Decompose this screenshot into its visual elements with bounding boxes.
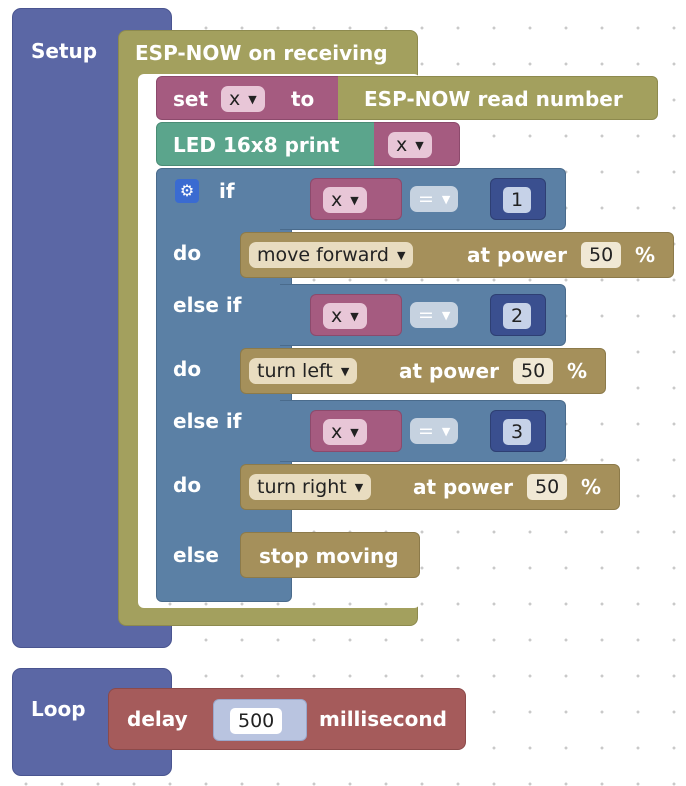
- move3-unit-label: %: [581, 475, 602, 499]
- delay-unit-label: millisecond: [319, 707, 447, 731]
- motor-block-3[interactable]: turn right▼ at power 50 %: [240, 464, 620, 510]
- cond3-number-field[interactable]: 3: [503, 419, 532, 445]
- compare-block-3[interactable]: x▼ =▼ 3: [300, 408, 556, 454]
- chevron-down-icon: ▼: [248, 93, 257, 106]
- cond2-variable-dropdown[interactable]: x▼: [323, 303, 367, 329]
- move2-at-power-label: at power: [399, 359, 499, 383]
- else-label: else: [173, 543, 219, 567]
- compare-block-1[interactable]: x▼ =▼ 1: [300, 176, 556, 222]
- set-variable-dropdown[interactable]: x▼: [221, 86, 265, 112]
- cond1-number-field[interactable]: 1: [503, 187, 532, 213]
- led-print-block[interactable]: LED 16x8 print: [156, 122, 384, 166]
- delay-number-field[interactable]: 500: [230, 708, 283, 734]
- compare-right-num-3[interactable]: 3: [490, 410, 546, 452]
- cond2-operator-dropdown[interactable]: =▼: [410, 302, 459, 328]
- chevron-down-icon: ▼: [441, 309, 451, 322]
- move1-action-dropdown[interactable]: move forward▼: [249, 242, 414, 268]
- do-label-3: do: [173, 473, 202, 497]
- move1-at-power-label: at power: [467, 243, 567, 267]
- chevron-down-icon: ▼: [441, 193, 451, 206]
- move1-unit-label: %: [635, 243, 656, 267]
- move3-at-power-label: at power: [413, 475, 513, 499]
- compare-block-2[interactable]: x▼ =▼ 2: [300, 292, 556, 338]
- delay-block[interactable]: delay 500 millisecond: [108, 688, 466, 750]
- stop-moving-block[interactable]: stop moving: [240, 532, 420, 578]
- chevron-down-icon: ▼: [350, 194, 359, 207]
- cond1-operator-dropdown[interactable]: =▼: [410, 186, 459, 212]
- delay-number-block[interactable]: 500: [213, 699, 307, 741]
- compare-right-num-2[interactable]: 2: [490, 294, 546, 336]
- cond3-variable-dropdown[interactable]: x▼: [323, 419, 367, 445]
- compare-right-num-1[interactable]: 1: [490, 178, 546, 220]
- espnow-read-number-block[interactable]: ESP-NOW read number: [338, 76, 658, 120]
- chevron-down-icon: ▼: [354, 481, 364, 494]
- set-label: set: [173, 87, 209, 111]
- move3-action-dropdown[interactable]: turn right▼: [249, 474, 372, 500]
- chevron-down-icon: ▼: [350, 310, 359, 323]
- do-label-2: do: [173, 357, 202, 381]
- led-print-label: LED 16x8 print: [173, 133, 340, 157]
- move1-power-field[interactable]: 50: [581, 242, 622, 268]
- loop-label: Loop: [31, 697, 86, 721]
- move2-power-field[interactable]: 50: [513, 358, 554, 384]
- to-label: to: [291, 87, 315, 111]
- chevron-down-icon: ▼: [340, 365, 350, 378]
- move2-action-dropdown[interactable]: turn left▼: [249, 358, 358, 384]
- cond1-variable-dropdown[interactable]: x▼: [323, 187, 367, 213]
- cond2-number-field[interactable]: 2: [503, 303, 532, 329]
- move2-unit-label: %: [567, 359, 588, 383]
- stop-moving-label: stop moving: [259, 544, 399, 568]
- mutator-gear-icon[interactable]: ⚙: [175, 179, 199, 203]
- else-if-label-2: else if: [173, 409, 242, 433]
- cond3-operator-dropdown[interactable]: =▼: [410, 418, 459, 444]
- motor-block-1[interactable]: move forward▼ at power 50 %: [240, 232, 674, 278]
- setup-label: Setup: [31, 39, 98, 63]
- led-variable-dropdown[interactable]: x▼: [388, 132, 432, 158]
- chevron-down-icon: ▼: [415, 139, 424, 152]
- delay-label: delay: [127, 707, 188, 731]
- chevron-down-icon: ▼: [441, 425, 451, 438]
- compare-left-var-3[interactable]: x▼: [310, 410, 402, 452]
- move3-power-field[interactable]: 50: [527, 474, 568, 500]
- else-if-label-1: else if: [173, 293, 242, 317]
- compare-left-var-1[interactable]: x▼: [310, 178, 402, 220]
- if-label: if: [219, 179, 235, 203]
- chevron-down-icon: ▼: [350, 426, 359, 439]
- espnow-read-label: ESP-NOW read number: [364, 87, 623, 111]
- do-label-1: do: [173, 241, 202, 265]
- compare-left-var-2[interactable]: x▼: [310, 294, 402, 336]
- led-variable-block[interactable]: x▼: [374, 122, 460, 166]
- espnow-receive-label: ESP-NOW on receiving: [135, 41, 388, 65]
- motor-block-2[interactable]: turn left▼ at power 50 %: [240, 348, 606, 394]
- chevron-down-icon: ▼: [396, 249, 406, 262]
- set-variable-block[interactable]: set x▼ to: [156, 76, 348, 120]
